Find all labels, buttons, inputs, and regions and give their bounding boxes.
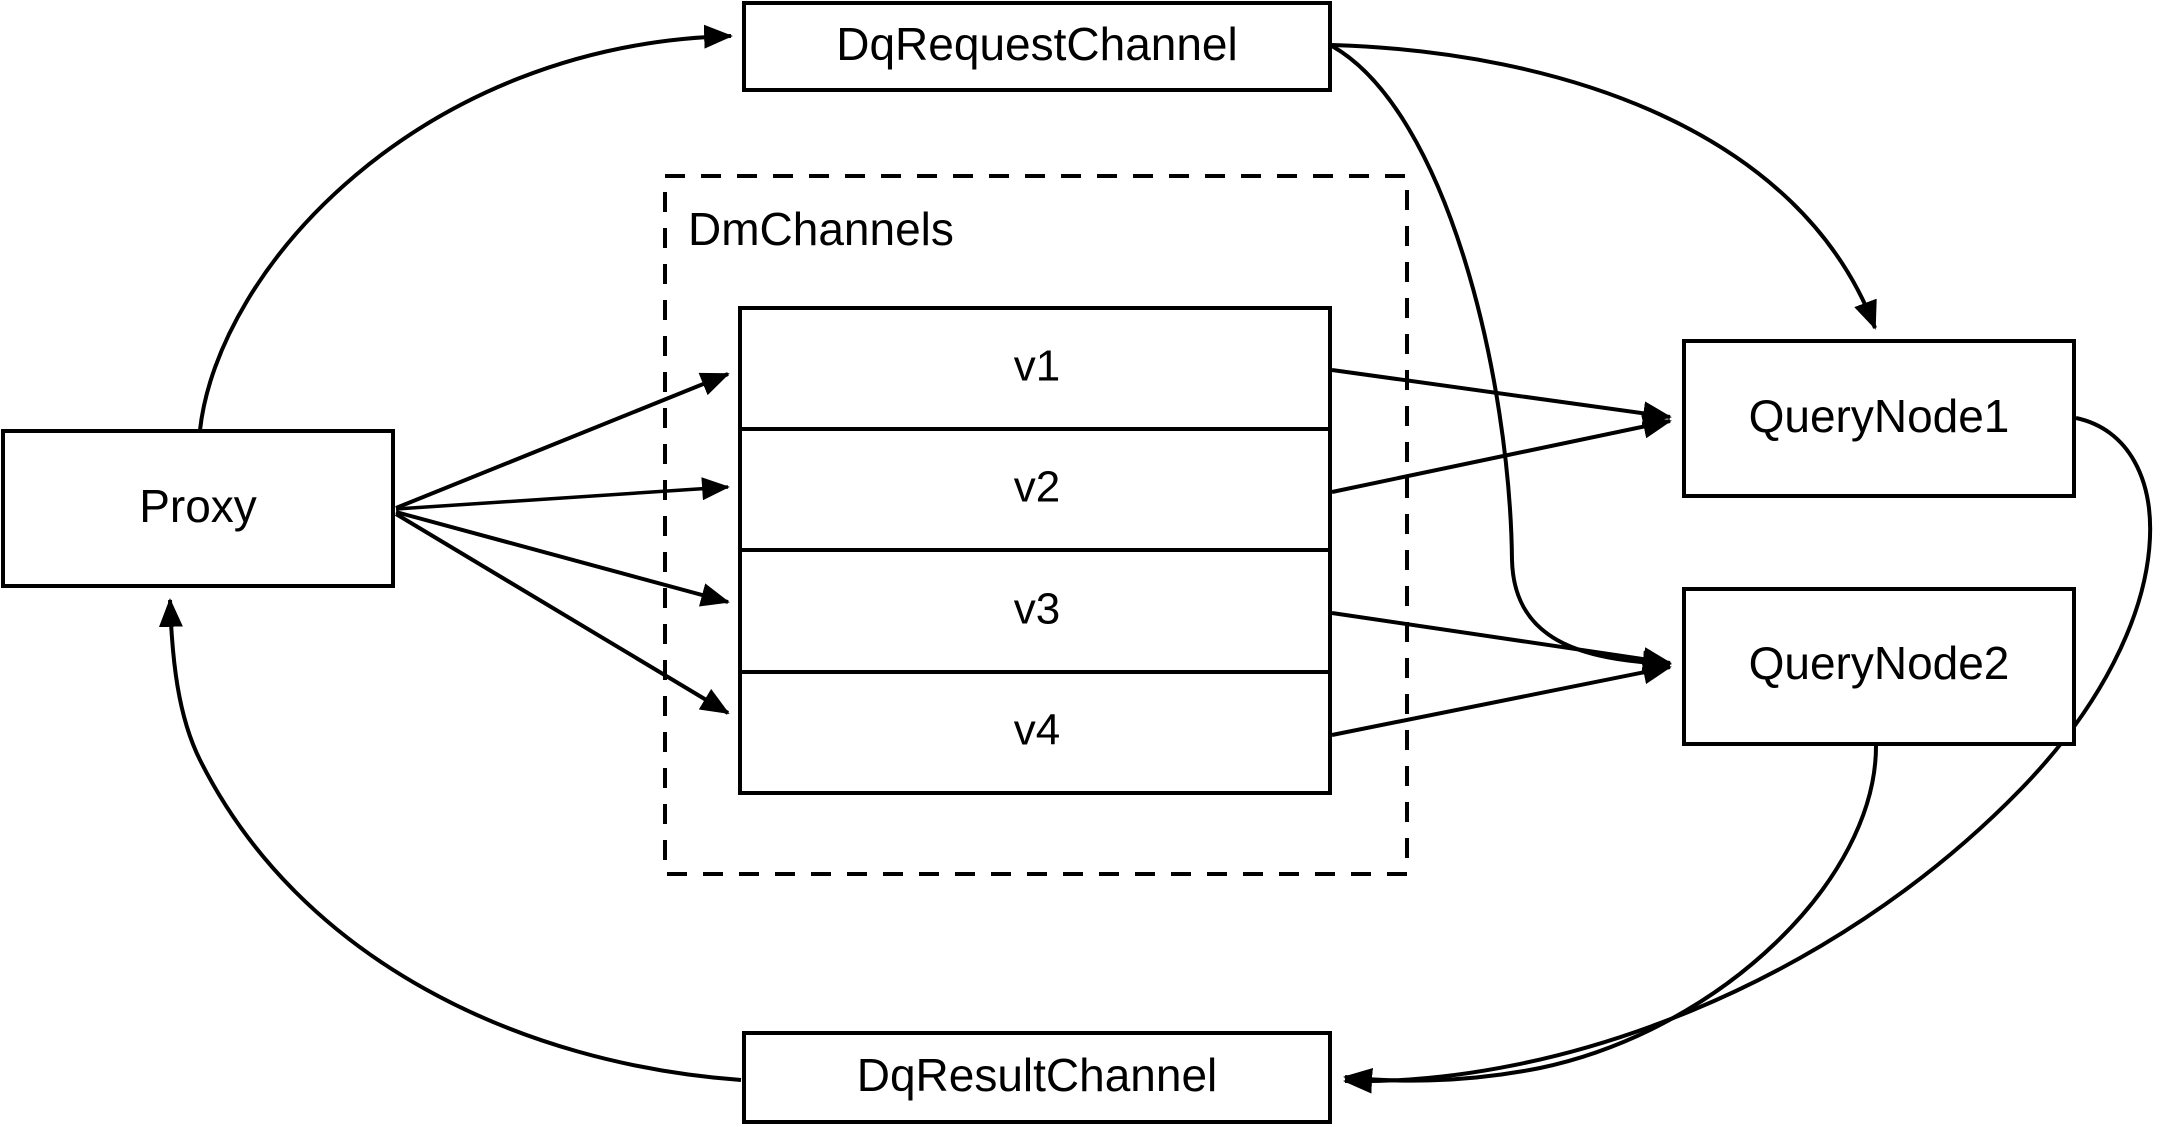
edge-v3-to-querynode2 <box>1331 611 1672 671</box>
node-proxy-box[interactable] <box>1 429 395 588</box>
node-query-node-2-box[interactable] <box>1682 587 2076 746</box>
node-query-node-1-box[interactable] <box>1682 339 2076 498</box>
node-query-node-1-label: QueryNode1 <box>1749 390 2010 442</box>
node-dq-request-channel[interactable]: DqRequestChannel <box>742 1 1332 92</box>
node-dq-result-channel-label: DqResultChannel <box>857 1049 1218 1101</box>
list-item[interactable]: v2 <box>740 429 1330 550</box>
node-dq-request-channel-label: DqRequestChannel <box>836 18 1238 70</box>
edge-proxy-to-v4 <box>394 512 730 715</box>
node-dq-result-channel[interactable]: DqResultChannel <box>742 1031 1332 1124</box>
row-label-v4: v4 <box>1014 706 1060 755</box>
edge-dqrequestchannel-to-querynode1 <box>1331 43 1877 330</box>
node-query-node-2-label: QueryNode2 <box>1749 637 2010 689</box>
row-label-v3: v3 <box>1014 585 1060 634</box>
row-label-v2: v2 <box>1014 463 1060 512</box>
list-item[interactable]: v1 <box>740 308 1330 429</box>
edge-proxy-to-dqrequestchannel <box>198 24 733 431</box>
edge-v1-to-querynode1 <box>1331 368 1672 426</box>
row-label-v1: v1 <box>1014 342 1060 391</box>
node-dq-request-channel-box[interactable] <box>742 1 1332 92</box>
node-proxy-label: Proxy <box>139 480 257 532</box>
dmchannels-rows: v1 v2 v3 v4 <box>738 306 1332 795</box>
edge-proxy-to-v1 <box>395 372 730 510</box>
list-item[interactable]: v4 <box>740 672 1330 793</box>
node-dq-result-channel-box[interactable] <box>742 1031 1332 1124</box>
node-query-node-1[interactable]: QueryNode1 <box>1682 339 2076 498</box>
node-query-node-2[interactable]: QueryNode2 <box>1682 587 2076 746</box>
dmchannels-group-label: DmChannels <box>688 203 954 255</box>
dmchannels-group: DmChannels <box>663 174 1409 876</box>
node-proxy[interactable]: Proxy <box>1 429 395 588</box>
edge-v2-to-querynode1 <box>1331 414 1672 494</box>
dmchannels-group-border <box>663 174 1409 876</box>
edge-proxy-to-v3 <box>395 510 730 607</box>
edge-dqresultchannel-to-proxy <box>158 598 742 1082</box>
edge-layer <box>158 24 2152 1094</box>
edge-querynode2-to-dqresultchannel <box>1343 745 1878 1092</box>
edge-dqrequestchannel-to-querynode2 <box>1331 44 1672 675</box>
edge-querynode1-to-dqresultchannel <box>1343 416 2152 1094</box>
edge-proxy-to-v2 <box>395 477 730 511</box>
list-item[interactable]: v3 <box>740 550 1330 672</box>
edge-v4-to-querynode2 <box>1331 660 1672 737</box>
